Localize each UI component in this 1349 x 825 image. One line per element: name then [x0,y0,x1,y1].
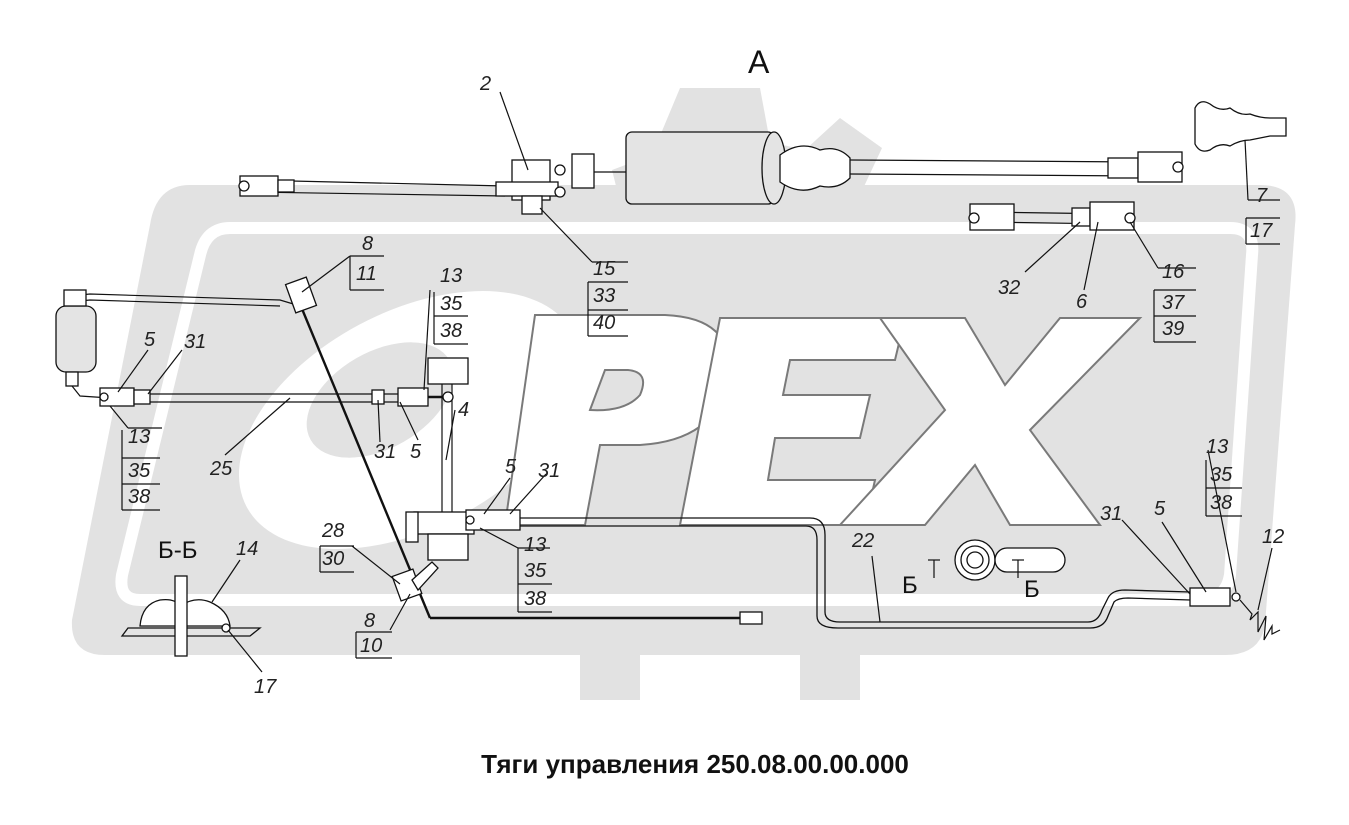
callout-33: 33 [593,285,615,307]
bellows-boot [779,145,851,191]
callout-5-left: 5 [144,329,156,351]
callout-15: 15 [593,258,616,280]
callout-35-left: 35 [128,460,151,482]
cable-clamp-top [284,276,318,314]
callout-13-lower: 13 [524,534,546,556]
view-a-label: А [748,44,770,80]
callout-31-left: 31 [184,331,206,353]
callout-38-right: 38 [1210,492,1232,514]
callout-38-left: 38 [128,486,150,508]
tube-22 [520,517,1191,623]
callout-39: 39 [1162,318,1184,340]
lever-bottom-bracket [413,511,475,535]
section-marker: Б Б [902,539,1066,603]
right-end-clevis-5 [1189,587,1231,607]
callout-32: 32 [998,277,1020,299]
callout-35-right: 35 [1210,464,1233,486]
callout-16: 16 [1162,261,1185,283]
callout-28: 28 [321,520,344,542]
callout-38-top: 38 [440,320,462,342]
callout-40: 40 [593,312,615,334]
callout-11: 11 [356,263,377,285]
callout-5-lower: 5 [505,456,517,478]
callout-13-top: 13 [440,265,462,287]
cable-8 [298,303,432,619]
callout-labels: 2 15 33 40 7 17 32 6 16 37 39 8 11 13 35… [128,73,1284,698]
watermark [71,88,1296,700]
boot-item-7 [1194,101,1287,152]
cylinder-body [625,131,775,205]
section-shaft [174,575,188,657]
callout-31-lower: 31 [538,460,560,482]
left-pedal-assembly [55,276,1281,641]
callout-17-bottom: 17 [254,676,277,698]
callout-7: 7 [1256,185,1268,207]
callout-31-mid: 31 [374,441,396,463]
callout-31-right: 31 [1100,503,1122,525]
section-bb-title: Б-Б [158,537,198,564]
lever-top-bracket [427,357,469,385]
callout-12: 12 [1262,526,1284,548]
callout-5-right: 5 [1154,498,1166,520]
callout-17-top: 17 [1250,220,1273,242]
callout-2: 2 [479,73,491,95]
top-assembly [238,131,1184,231]
callout-35-top: 35 [440,293,463,315]
section-mark-left: Б [902,572,918,599]
section-mark-right: Б [1024,576,1040,603]
callout-8-top: 8 [362,233,373,255]
callout-5-mid: 5 [410,441,422,463]
watermark-logo [503,314,1143,526]
callout-37: 37 [1162,292,1185,314]
callout-6: 6 [1076,291,1088,313]
callout-8-bottom: 8 [364,610,375,632]
spring-12 [1239,599,1281,641]
callout-10: 10 [360,635,382,657]
callout-30: 30 [322,548,344,570]
callout-25: 25 [209,458,233,480]
drawing-caption: Тяги управления 250.08.00.00.000 [481,749,909,779]
callout-38-lower: 38 [524,588,546,610]
logo-letter-x [837,317,1143,526]
callout-13-left: 13 [128,426,150,448]
callout-35-lower: 35 [524,560,547,582]
callout-14: 14 [236,538,258,560]
callout-13-right: 13 [1206,436,1228,458]
leader-lines [109,91,1280,673]
callout-4: 4 [458,399,469,421]
pedal-block [55,305,97,373]
section-bb-detail: Б-Б [120,537,262,657]
callout-22: 22 [851,530,874,552]
